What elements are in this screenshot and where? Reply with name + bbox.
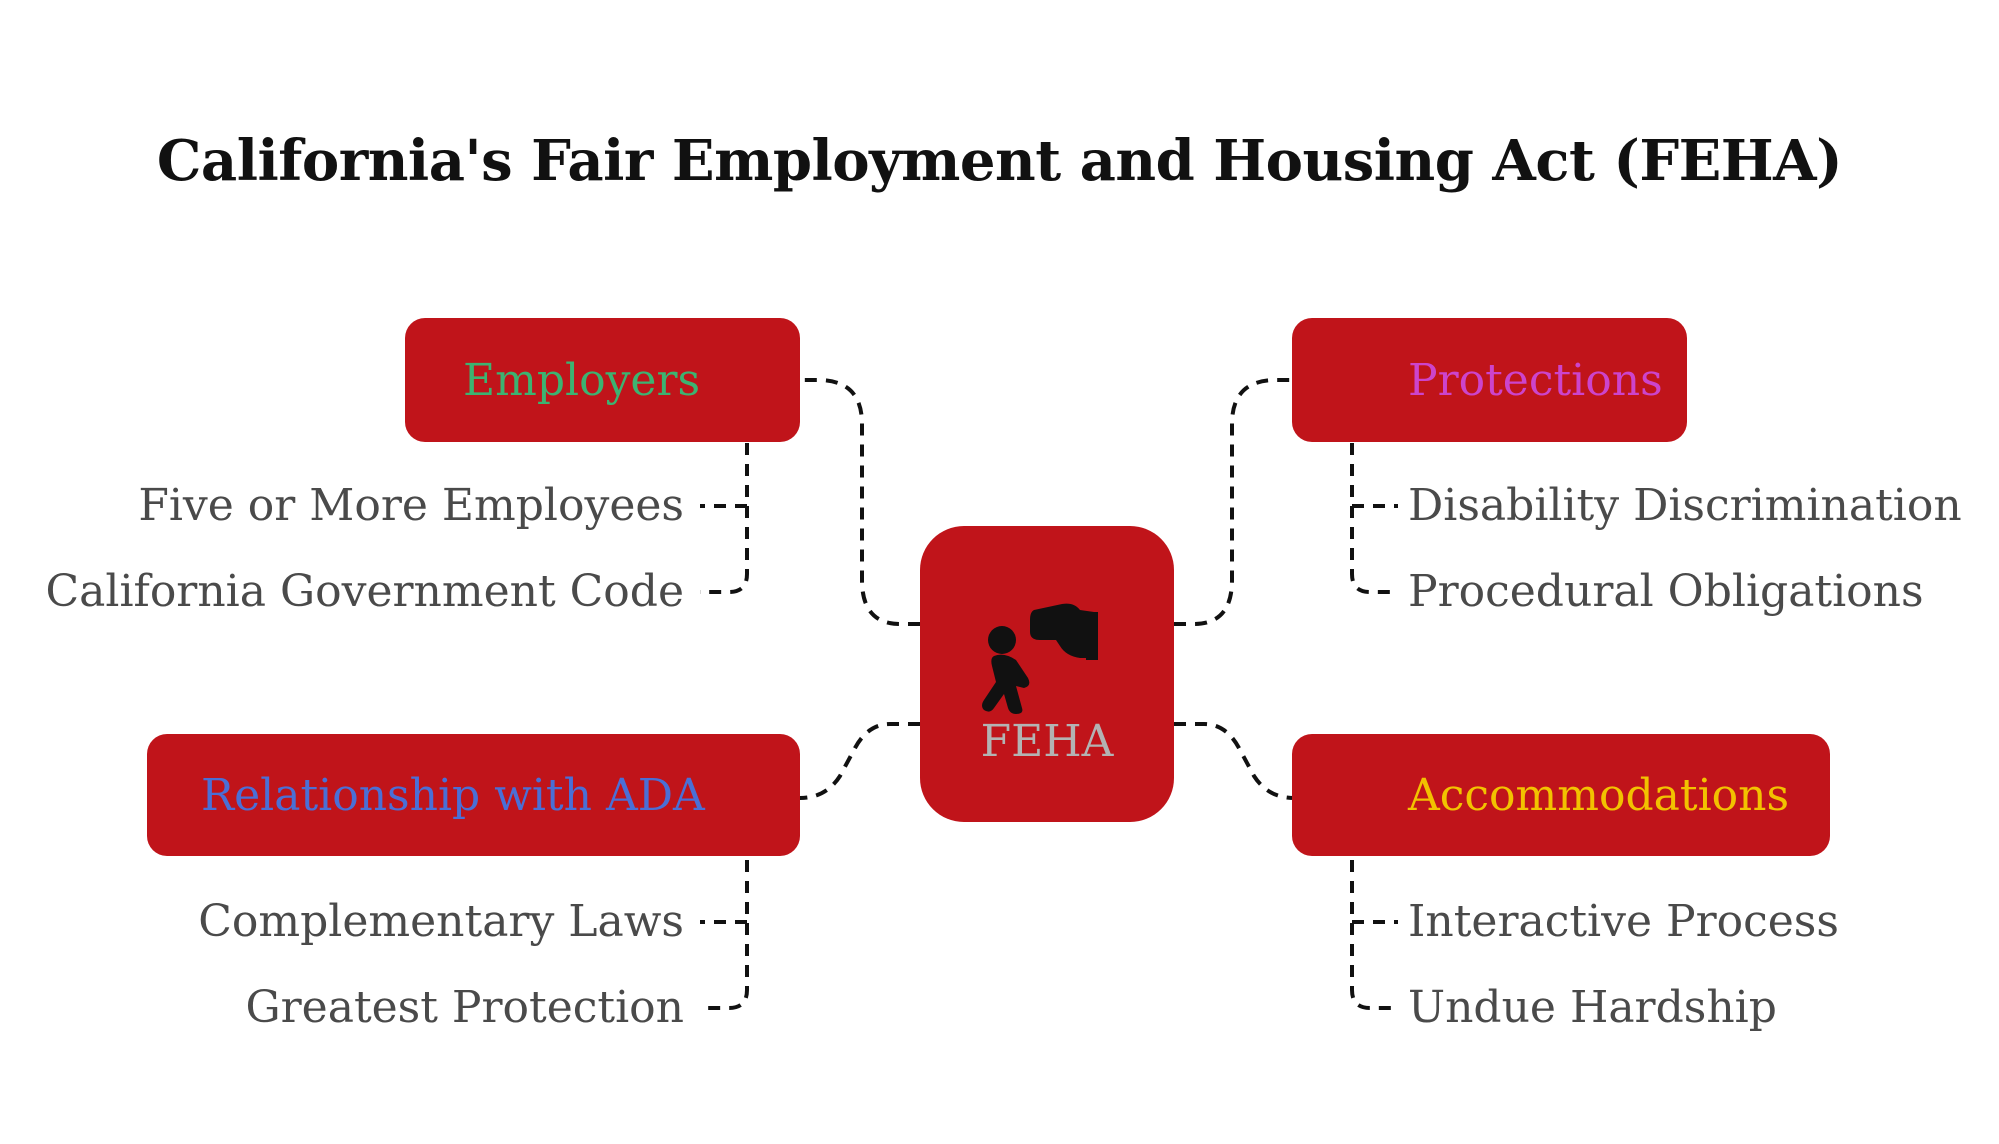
connector-protections-items (1350, 443, 1398, 594)
employers-node: Employers (405, 318, 800, 442)
employers-label: Employers (463, 354, 701, 406)
accommodations-node: Accommodations (1292, 734, 1830, 856)
ada-label: Relationship with ADA (201, 769, 705, 821)
connector-employers-items (700, 443, 749, 594)
feha-center-node: FEHA (920, 526, 1174, 822)
leaf-protections-1: Disability Discrimination (1408, 480, 1962, 531)
connector-center-ada (799, 722, 920, 800)
connector-center-protections (1174, 378, 1292, 626)
accommodations-label: Accommodations (1408, 769, 1790, 821)
leaf-employers-1: Five or More Employees (138, 480, 684, 531)
diagram-title: California's Fair Employment and Housing… (156, 128, 1843, 194)
leaf-ada-1: Complementary Laws (198, 896, 684, 947)
connector-center-employers (800, 378, 920, 626)
ada-node: Relationship with ADA (147, 734, 800, 856)
leaf-protections-2: Procedural Obligations (1408, 566, 1924, 617)
leaf-ada-2: Greatest Protection (245, 982, 685, 1033)
feha-center-label: FEHA (980, 716, 1114, 767)
connector-ada-items (700, 860, 749, 1010)
discrimination-icon (982, 603, 1098, 714)
leaf-accommodations-1: Interactive Process (1408, 896, 1839, 947)
protections-label: Protections (1408, 354, 1663, 406)
connector-center-accommodations (1174, 722, 1295, 800)
leaf-accommodations-2: Undue Hardship (1408, 982, 1777, 1033)
leaf-employers-2: California Government Code (45, 566, 684, 617)
protections-node: Protections (1292, 318, 1687, 442)
connector-accommodations-items (1350, 860, 1398, 1010)
